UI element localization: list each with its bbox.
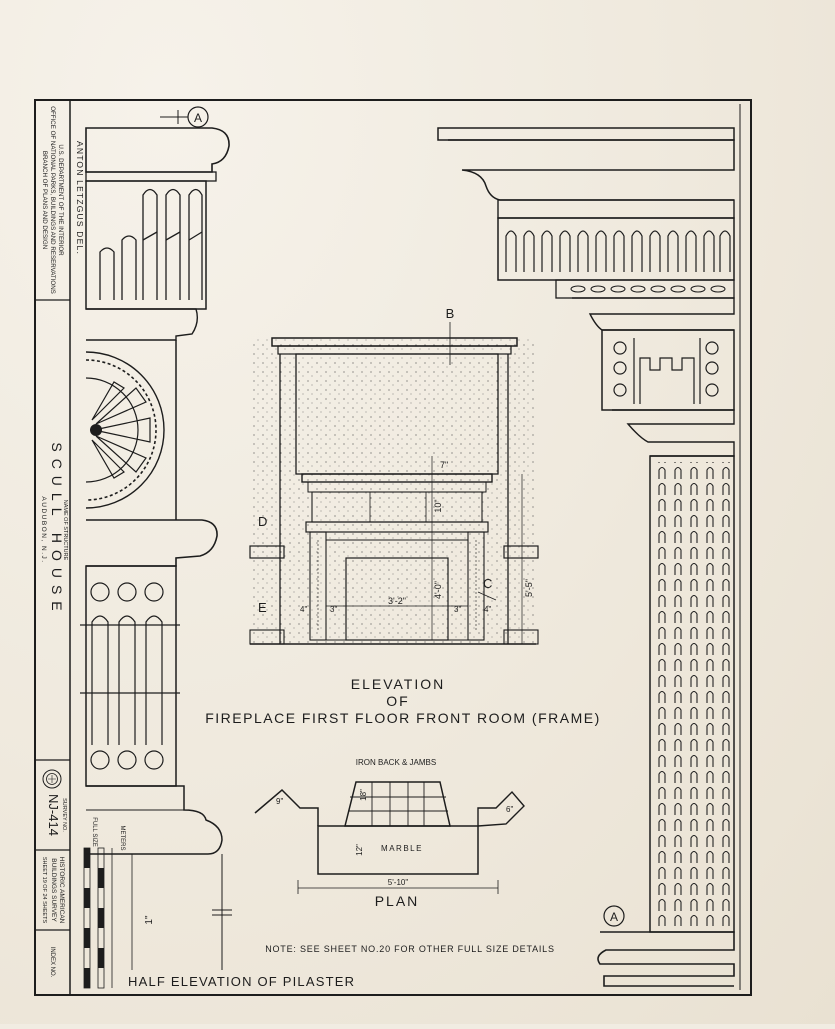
plan-marble-label: MARBLE — [381, 844, 423, 853]
scale-bar: FULL SIZE METERS — [83, 817, 125, 989]
elevation-title-3: FIREPLACE FIRST FLOOR FRONT ROOM (FRAME) — [205, 710, 601, 726]
mark-c: C — [483, 576, 492, 591]
habs-line-2: BUILDINGS SURVEY — [50, 858, 57, 922]
name-of-structure-label: NAME OF STRUCTURE — [62, 500, 68, 561]
plan-dim-left: 9" — [276, 797, 283, 806]
meters-label: METERS — [119, 825, 125, 850]
fireplace-plan: IRON BACK & JAMBS MARBLE 9" 6" 18" 12" 5… — [254, 758, 525, 909]
habs-line-1: HISTORIC AMERICAN — [58, 857, 65, 924]
dim-mantel-height: 5'-5" — [524, 579, 534, 597]
mark-e: E — [258, 600, 267, 615]
plan-dim-depth: 18" — [359, 789, 368, 801]
section-mark-a-bottom: A — [603, 905, 625, 927]
shaft-flutes — [654, 462, 732, 926]
wall-plaster — [250, 338, 536, 644]
dim-opening-width: 3'-2" — [388, 596, 406, 606]
seal-icon — [42, 769, 62, 789]
frieze-flutes — [505, 230, 731, 272]
elevation-title-1: ELEVATION — [351, 676, 446, 692]
pilaster-half-elevation: A — [80, 106, 355, 989]
survey-no-label: SURVEY NO. — [61, 798, 67, 832]
sunburst-ornament — [85, 351, 165, 509]
dim-base: 1" — [144, 915, 155, 925]
plan-title: PLAN — [375, 893, 420, 909]
section-mark-a-top: A — [160, 106, 209, 128]
agency-line-2: OFFICE OF NATIONAL PARKS, BUILDINGS AND … — [49, 106, 56, 294]
dim-right-2: 4" — [484, 605, 491, 614]
mark-d: D — [258, 514, 267, 529]
plan-dim-right: 6" — [506, 805, 513, 814]
delineator-signature: ANTON LETZGUS DEL. — [75, 141, 85, 255]
survey-number: NJ-414 — [46, 794, 61, 836]
pilaster-caption: HALF ELEVATION OF PILASTER — [128, 974, 355, 989]
mark-b: B — [446, 306, 455, 321]
agency-line-3: BRANCH OF PLANS AND DESIGN — [41, 151, 48, 249]
sheet-note: NOTE: SEE SHEET NO.20 FOR OTHER FULL SIZ… — [265, 944, 555, 954]
svg-text:A: A — [194, 111, 202, 125]
entablature-detail: A — [437, 104, 741, 990]
plan-dim-hearth: 12" — [355, 844, 364, 856]
index-no-label: INDEX NO. — [49, 947, 55, 978]
fireplace-elevation: B D E C 7" — [205, 306, 601, 726]
sheet-info: SHEET 19 OF 24 SHEETS — [41, 857, 47, 924]
title-block: U.S. DEPARTMENT OF THE INTERIOR OFFICE O… — [35, 106, 125, 989]
plan-dim-width: 5'-10" — [388, 878, 409, 887]
svg-text:A: A — [610, 910, 618, 924]
structure-name: SCULL HOUSE — [49, 442, 65, 617]
dim-frieze: 10" — [433, 499, 443, 512]
plan-iron-label: IRON BACK & JAMBS — [356, 758, 436, 767]
structure-location: AUDUBON, N.J. — [40, 496, 47, 563]
dim-left-1: 4" — [300, 605, 307, 614]
elevation-title-2: OF — [386, 693, 409, 709]
dim-opening-height: 4'-0" — [433, 581, 443, 599]
dim-top: 7" — [440, 460, 448, 470]
dim-left-2: 3" — [330, 605, 337, 614]
agency-line-1: U.S. DEPARTMENT OF THE INTERIOR — [57, 144, 64, 256]
outer-border — [34, 99, 752, 996]
scale-label: FULL SIZE — [91, 817, 97, 846]
dim-right-1: 3" — [454, 605, 461, 614]
